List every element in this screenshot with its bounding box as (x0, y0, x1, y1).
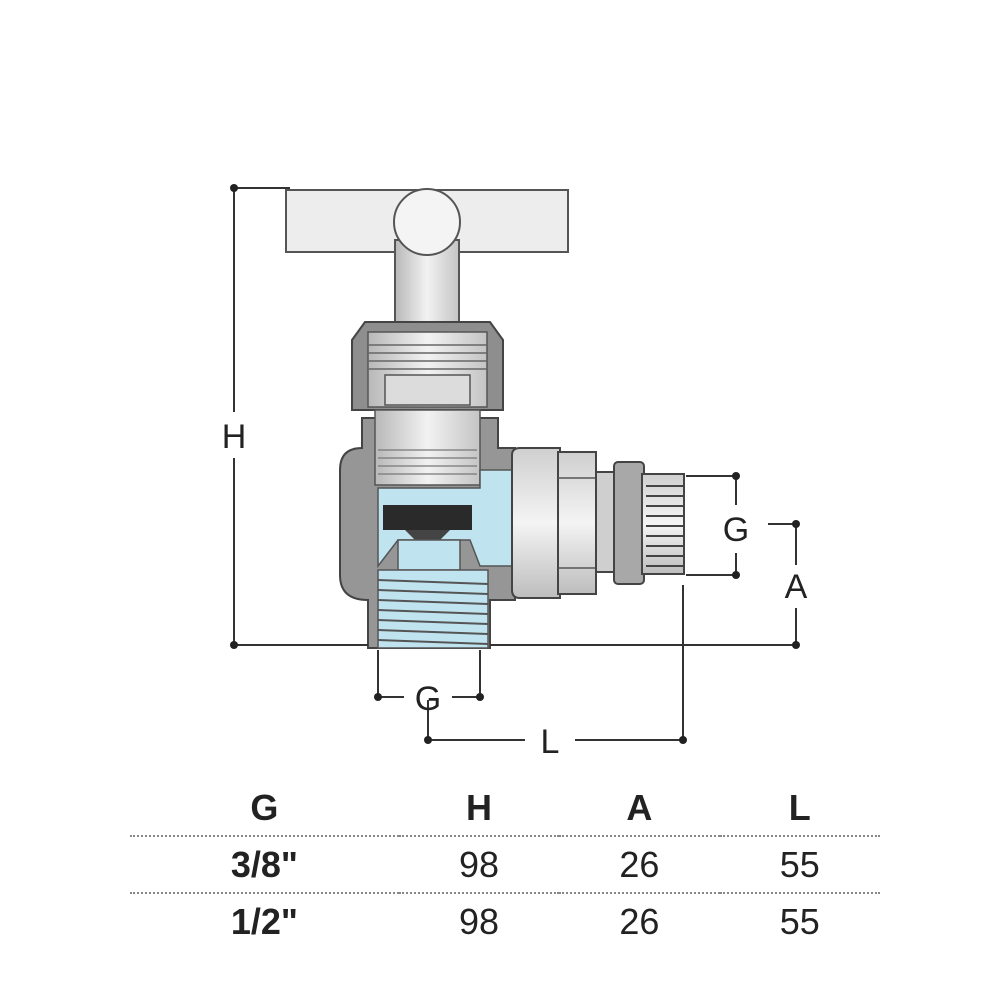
dim-label-g-right: G (723, 511, 749, 549)
valve-bonnet (351, 321, 504, 411)
table-row: 1/2" 98 26 55 (130, 893, 880, 949)
dim-label-l: L (541, 723, 560, 760)
dim-label-a: A (785, 568, 808, 606)
dimensions-table: G H A L 3/8" 98 26 55 1/2" 98 26 55 (130, 780, 880, 949)
table-cell-h: 98 (398, 836, 560, 894)
dim-label-g-bottom: G (415, 680, 441, 718)
table-header-row: G H A L (130, 780, 880, 837)
dim-label-h: H (222, 418, 247, 456)
dimension-dots (230, 184, 800, 744)
table-cell-l: 55 (719, 836, 880, 894)
table-header-a: A (559, 780, 720, 837)
table-header-g: G (130, 780, 399, 837)
table-cell-l: 55 (779, 900, 820, 942)
table-row: 3/8" 98 26 55 (130, 836, 880, 894)
valve-coupling (511, 447, 685, 599)
valve-diagram: H G A G L (222, 184, 808, 760)
table-cell-g: 3/8" (130, 836, 399, 894)
table-cell-g: 1/2" (230, 900, 298, 942)
table-cell-a: 26 (619, 900, 660, 942)
valve-body (339, 409, 516, 649)
table-header-h: H (398, 780, 560, 837)
table-cell-a: 26 (559, 836, 720, 894)
valve-handle (285, 188, 569, 331)
dimension-lines (233, 187, 797, 741)
table-header-l: L (719, 780, 880, 837)
table-cell-h: 98 (458, 900, 500, 942)
